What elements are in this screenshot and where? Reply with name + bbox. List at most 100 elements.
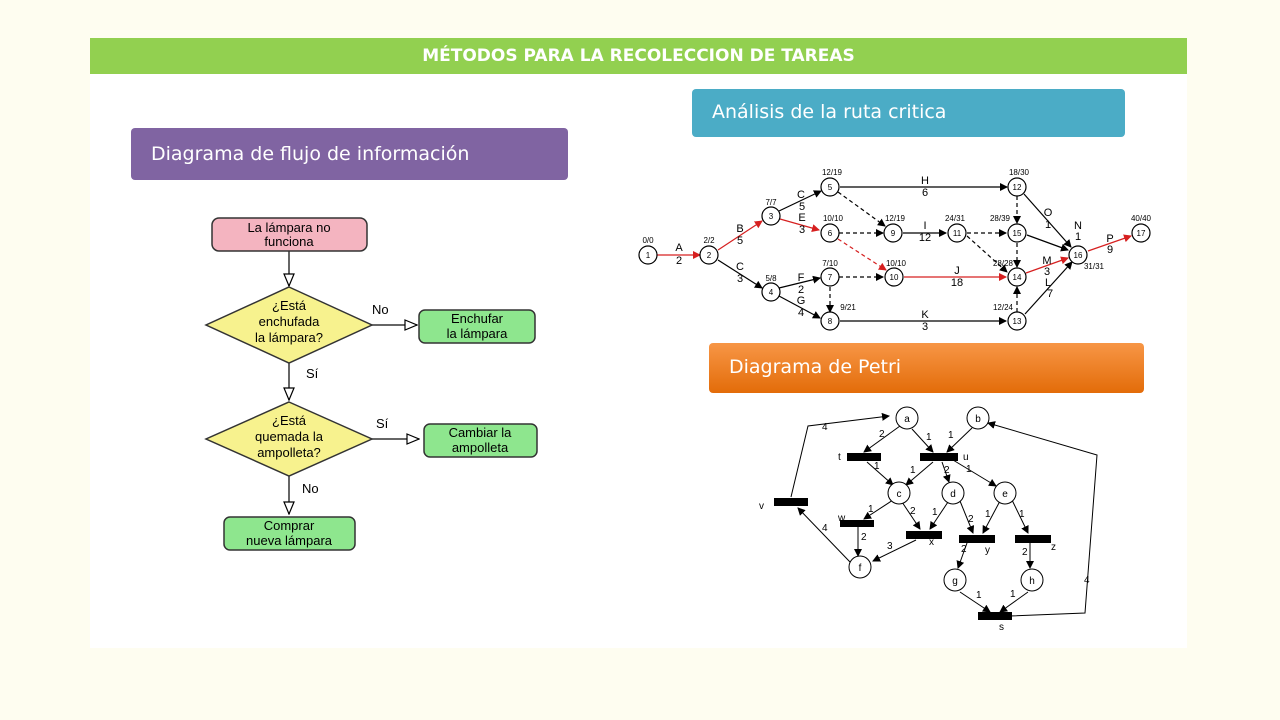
cpm-activity-duration: 2 xyxy=(676,255,682,267)
cpm-activity-label: N xyxy=(1074,220,1082,232)
petri-place xyxy=(1020,568,1044,592)
petri-place xyxy=(887,481,911,505)
cpm-node xyxy=(761,282,781,302)
flow-decision-text: ¿Está xyxy=(272,298,307,313)
flow-action-text: Cambiar la xyxy=(449,425,513,440)
petri-arc-weight: 4 xyxy=(822,523,828,534)
cpm-activity-duration: 3 xyxy=(922,321,928,333)
cpm-node-time: 12/24 xyxy=(993,303,1014,312)
cpm-node-number: 8 xyxy=(828,317,833,326)
cpm-node-time: 24/31 xyxy=(945,214,966,223)
flow-diagram-header: Diagrama de flujo de información xyxy=(131,128,568,180)
cpm-node-number: 6 xyxy=(828,229,833,238)
cpm-activity-label: K xyxy=(921,309,929,321)
cpm-activity-duration: 3 xyxy=(737,273,743,285)
cpm-node-time: 7/7 xyxy=(765,198,777,207)
petri-arc-weight: 1 xyxy=(1010,589,1016,600)
flow-end-box xyxy=(223,516,356,551)
cpm-activity-duration: 12 xyxy=(919,232,931,244)
cpm-edge-e xyxy=(779,218,820,232)
petri-arc-weight: 2 xyxy=(968,514,974,525)
flow-decision-text: quemada la xyxy=(255,429,324,444)
flow-end-text: Comprar xyxy=(264,518,315,533)
petri-arc xyxy=(905,461,934,486)
petri-place-label: b xyxy=(975,414,981,425)
petri-transition xyxy=(847,453,881,461)
petri-arc xyxy=(790,412,890,498)
cpm-activity-label: I xyxy=(923,220,926,232)
cpm-node-time: 5/8 xyxy=(765,274,777,283)
cpm-activity-duration: 3 xyxy=(799,224,805,236)
cpm-node-number: 13 xyxy=(1013,317,1022,326)
petri-place xyxy=(943,568,967,592)
petri-arc-weight: 1 xyxy=(1019,509,1025,520)
petri-arc xyxy=(959,500,975,534)
cpm-edge-l xyxy=(1024,261,1073,315)
cpm-node-number: 15 xyxy=(1013,229,1022,238)
cpm-node-number: 14 xyxy=(1013,273,1022,282)
petri-arc-weight: 1 xyxy=(985,509,991,520)
cpm-node xyxy=(699,245,719,265)
petri-arc xyxy=(866,461,894,486)
cpm-node-time: 28/39 xyxy=(990,214,1011,223)
petri-transition xyxy=(978,612,1012,620)
flow-end-text: nueva lámpara xyxy=(246,533,333,548)
flow-start-text: La lámpara no xyxy=(247,220,330,235)
flow-action-text: ampolleta xyxy=(452,440,509,455)
petri-place xyxy=(993,481,1017,505)
flow-branch-label: Sí xyxy=(306,366,319,381)
petri-arc xyxy=(959,591,991,613)
petri-arc-weight: 1 xyxy=(874,461,880,472)
cpm-activity-label: F xyxy=(798,272,805,284)
cpm-node-number: 16 xyxy=(1074,251,1083,260)
cpm-node-time: 10/10 xyxy=(886,259,907,268)
petri-transition xyxy=(906,531,942,539)
cpm-node xyxy=(1131,223,1151,243)
cpm-activity-duration: 1 xyxy=(1045,219,1051,231)
cpm-node-number: 5 xyxy=(828,183,833,192)
petri-arc-weight: 3 xyxy=(887,541,893,552)
petri-arc-weight: 2 xyxy=(1022,547,1028,558)
cpm-activity-label: A xyxy=(675,242,683,254)
petri-arc-weight: 1 xyxy=(910,465,916,476)
cpm-activity-duration: 5 xyxy=(799,201,805,213)
cpm-node-time: 40/40 xyxy=(1131,214,1152,223)
petri-arc xyxy=(797,507,851,563)
cpm-activity-label: H xyxy=(921,175,929,187)
petri-transition-label: s xyxy=(999,622,1004,633)
cpm-activity-duration: 7 xyxy=(1047,288,1053,300)
cpm-node-number: 12 xyxy=(1013,183,1022,192)
cpm-node-number: 11 xyxy=(953,229,962,238)
cpm-node-number: 17 xyxy=(1137,229,1146,238)
petri-transition-label: z xyxy=(1051,542,1056,553)
cpm-activity-label: G xyxy=(797,295,806,307)
cpm-node xyxy=(638,245,658,265)
flow-action-text: la lámpara xyxy=(447,326,508,341)
petri-arc-weight: 1 xyxy=(966,464,972,475)
cpm-activity-duration: 18 xyxy=(951,277,963,289)
cpm-edge-f xyxy=(778,275,821,289)
cpm-activity-label: E xyxy=(798,212,805,224)
cpm-node-number: 2 xyxy=(707,251,712,260)
petri-transition xyxy=(920,453,958,461)
cpm-activity-label: P xyxy=(1106,233,1113,245)
petri-place xyxy=(966,406,990,430)
petri-place-label: c xyxy=(897,489,902,500)
cpm-dummy-edge-critical xyxy=(837,238,887,271)
cpm-activity-label: L xyxy=(1045,277,1051,289)
cpm-node xyxy=(1007,267,1027,287)
petri-transition-label: t xyxy=(838,452,841,463)
flow-action-plug xyxy=(418,309,536,344)
petri-place-label: h xyxy=(1029,576,1035,587)
cpm-activity-duration: 6 xyxy=(922,187,928,199)
cpm-node xyxy=(1007,177,1027,197)
petri-arc xyxy=(863,425,901,453)
critical-path-network: 1 2 3 4 5 6 7 8 9 10 11 12 13 14 15 16 1… xyxy=(638,168,1152,333)
petri-arc xyxy=(872,539,917,562)
cpm-node xyxy=(947,223,967,243)
petri-arc xyxy=(911,428,934,453)
petri-arc xyxy=(941,461,951,483)
critical-path-header: Análisis de la ruta critica xyxy=(692,89,1125,137)
petri-arc xyxy=(863,499,894,520)
cpm-edge-n xyxy=(1026,234,1069,252)
